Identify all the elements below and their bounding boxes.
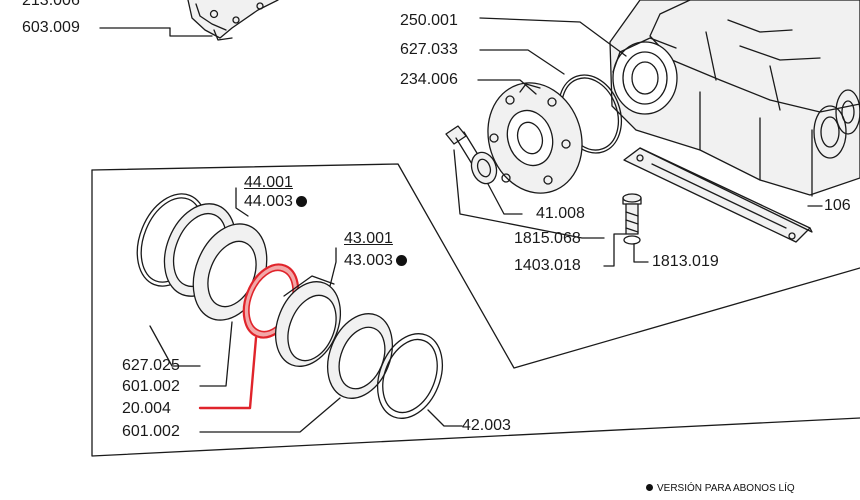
bolt-1813-019 [622,193,642,245]
label-42-003: 42.003 [462,417,511,434]
highlight-leader [198,336,258,410]
label-234-006: 234.006 [400,71,458,88]
washer-41-008 [470,151,498,185]
label-41-008: 41.008 [536,205,585,222]
label-43-001: 43.001 [344,230,393,247]
label-603-009: 603.009 [22,19,80,36]
retaining-ring-42-003 [377,333,443,419]
base-rail [623,147,813,243]
label-250-001: 250.001 [400,12,458,29]
label-20-004: 20.004 [122,400,171,417]
bullet-dot-icon [646,484,653,491]
version-dot-icon [395,255,407,266]
label-1815-068: 1815.068 [514,230,581,247]
label-627-033: 627.033 [400,41,458,58]
label-601-002-a: 601.002 [122,378,180,395]
label-44-003-text: 44.003 [244,193,293,210]
version-footnote: VERSIÓN PARA ABONOS LÍQ [646,482,795,496]
version-dot-icon [295,196,307,207]
label-627-025: 627.025 [122,357,180,374]
footnote-text: VERSIÓN PARA ABONOS LÍQ [657,483,795,494]
label-43-003: 43.003 [344,252,407,270]
label-1813-019: 1813.019 [652,253,719,270]
seal-43 [275,275,341,367]
seal-stack [136,193,268,321]
label-1403-018: 1403.018 [514,257,581,274]
manifold-fragment [187,0,279,41]
label-106: 106 [824,197,851,214]
label-601-002-b: 601.002 [122,423,180,440]
label-43-003-text: 43.003 [344,252,393,269]
pump-housing [609,0,860,197]
flange-234-006 [487,82,583,194]
label-44-001: 44.001 [244,174,293,191]
label-44-003: 44.003 [244,193,307,211]
label-213-006: 213.006 [22,0,80,9]
